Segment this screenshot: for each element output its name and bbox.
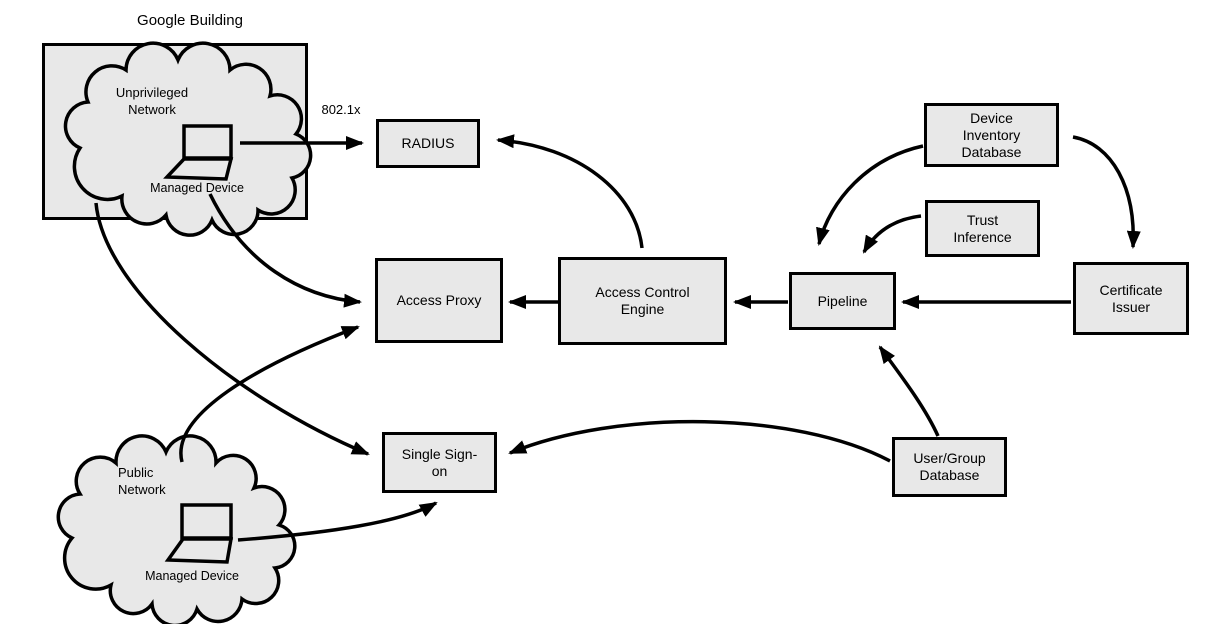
- managed-device-public-laptop-icon: [164, 503, 234, 564]
- unprivileged-network-label: Unprivileged Network: [115, 85, 189, 117]
- managed-device-unprivileged-label: Managed Device: [150, 181, 244, 195]
- node-user-group-database: User/Group Database: [892, 437, 1007, 497]
- node-trust-inference: Trust Inference: [925, 200, 1040, 257]
- arrow-ace-to-radius: [496, 134, 644, 249]
- node-single-sign-on: Single Sign- on: [382, 432, 497, 493]
- managed-device-public-label: Managed Device: [145, 569, 239, 583]
- managed-device-unprivileged-laptop-icon: [163, 124, 234, 181]
- arrow-trust-inference-to-pipeline: [862, 214, 922, 254]
- public-network-label: Public Network: [118, 465, 166, 497]
- arrow-device2-to-sso: [237, 501, 438, 542]
- node-access-proxy: Access Proxy: [375, 258, 503, 343]
- arrow-device2-to-access-proxy: [179, 325, 360, 463]
- public-network-cloud: [56, 434, 297, 624]
- arrow-device1-to-access-proxy: [208, 193, 362, 308]
- arrow-device-inventory-to-pipeline: [816, 144, 924, 246]
- node-certificate-issuer: Certificate Issuer: [1073, 262, 1189, 335]
- arrow-device-inventory-to-cert-issuer: [1072, 135, 1141, 249]
- node-access-control-engine: Access Control Engine: [558, 257, 727, 345]
- node-radius: RADIUS: [376, 119, 480, 168]
- node-pipeline: Pipeline: [789, 272, 896, 330]
- google-building-title: Google Building: [137, 12, 243, 29]
- arrow-user-group-db-to-pipeline: [878, 345, 940, 437]
- arrow-user-group-db-to-sso: [508, 419, 891, 463]
- arrow-device1-to-sso: [94, 202, 370, 456]
- node-device-inventory-database: Device Inventory Database: [924, 103, 1059, 167]
- edge-label-8021x: 802.1x: [321, 102, 361, 117]
